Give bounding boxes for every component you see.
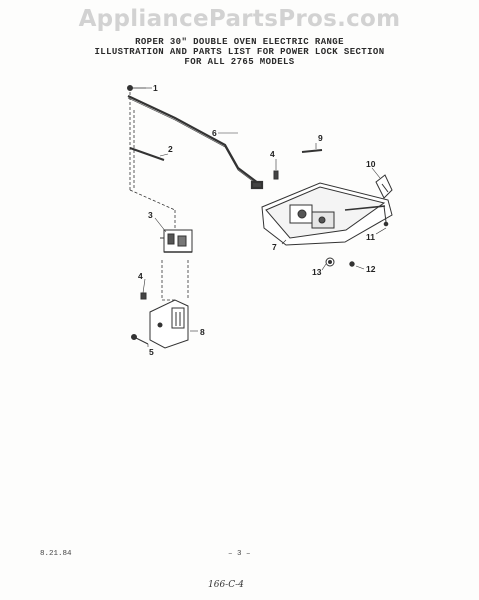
part-10-latch xyxy=(375,174,393,199)
callout-leaders xyxy=(142,87,387,347)
part-11-rod-end xyxy=(383,205,389,227)
watermark: AppliancePartsPros.com xyxy=(78,6,401,32)
callout-1: 1 xyxy=(153,83,158,93)
callout-13: 13 xyxy=(312,267,322,277)
part-8-bracket xyxy=(149,299,189,349)
footer-page-number: – 3 – xyxy=(228,550,251,558)
leader-dashed-lines xyxy=(129,92,189,301)
callout-4-lower: 4 xyxy=(138,271,143,281)
callout-8: 8 xyxy=(200,327,205,337)
callout-7: 7 xyxy=(272,242,277,252)
title-line-1: ROPER 30" DOUBLE OVEN ELECTRIC RANGE xyxy=(135,37,344,47)
part-9-clip xyxy=(301,149,323,153)
part-4-screw-upper xyxy=(273,170,279,180)
part-4-screw-lower xyxy=(140,292,147,300)
callout-11: 11 xyxy=(366,232,375,242)
footer-handwritten-note: 166-C-4 xyxy=(208,580,244,590)
footer-code: 8.21.84 xyxy=(40,550,72,558)
callout-2: 2 xyxy=(168,144,173,154)
title-line-2: ILLUSTRATION AND PARTS LIST FOR POWER LO… xyxy=(94,47,385,57)
part-12-screw xyxy=(349,261,355,267)
part-3-lock-motor xyxy=(160,229,193,253)
part-1-pin xyxy=(127,85,146,91)
callout-6: 6 xyxy=(212,128,217,138)
callout-3: 3 xyxy=(148,210,153,220)
title-line-3: FOR ALL 2765 MODELS xyxy=(184,57,295,67)
callout-4-upper: 4 xyxy=(270,149,275,159)
part-5-screw xyxy=(131,334,149,345)
callout-5: 5 xyxy=(149,347,154,357)
part-13-washer xyxy=(325,257,335,267)
part-6-lock-rod xyxy=(127,95,264,190)
part-7-lock-plate xyxy=(261,182,393,246)
callout-9: 9 xyxy=(318,133,323,143)
part-2-rod xyxy=(129,147,165,161)
callout-12: 12 xyxy=(366,264,376,274)
callout-10: 10 xyxy=(366,159,376,169)
